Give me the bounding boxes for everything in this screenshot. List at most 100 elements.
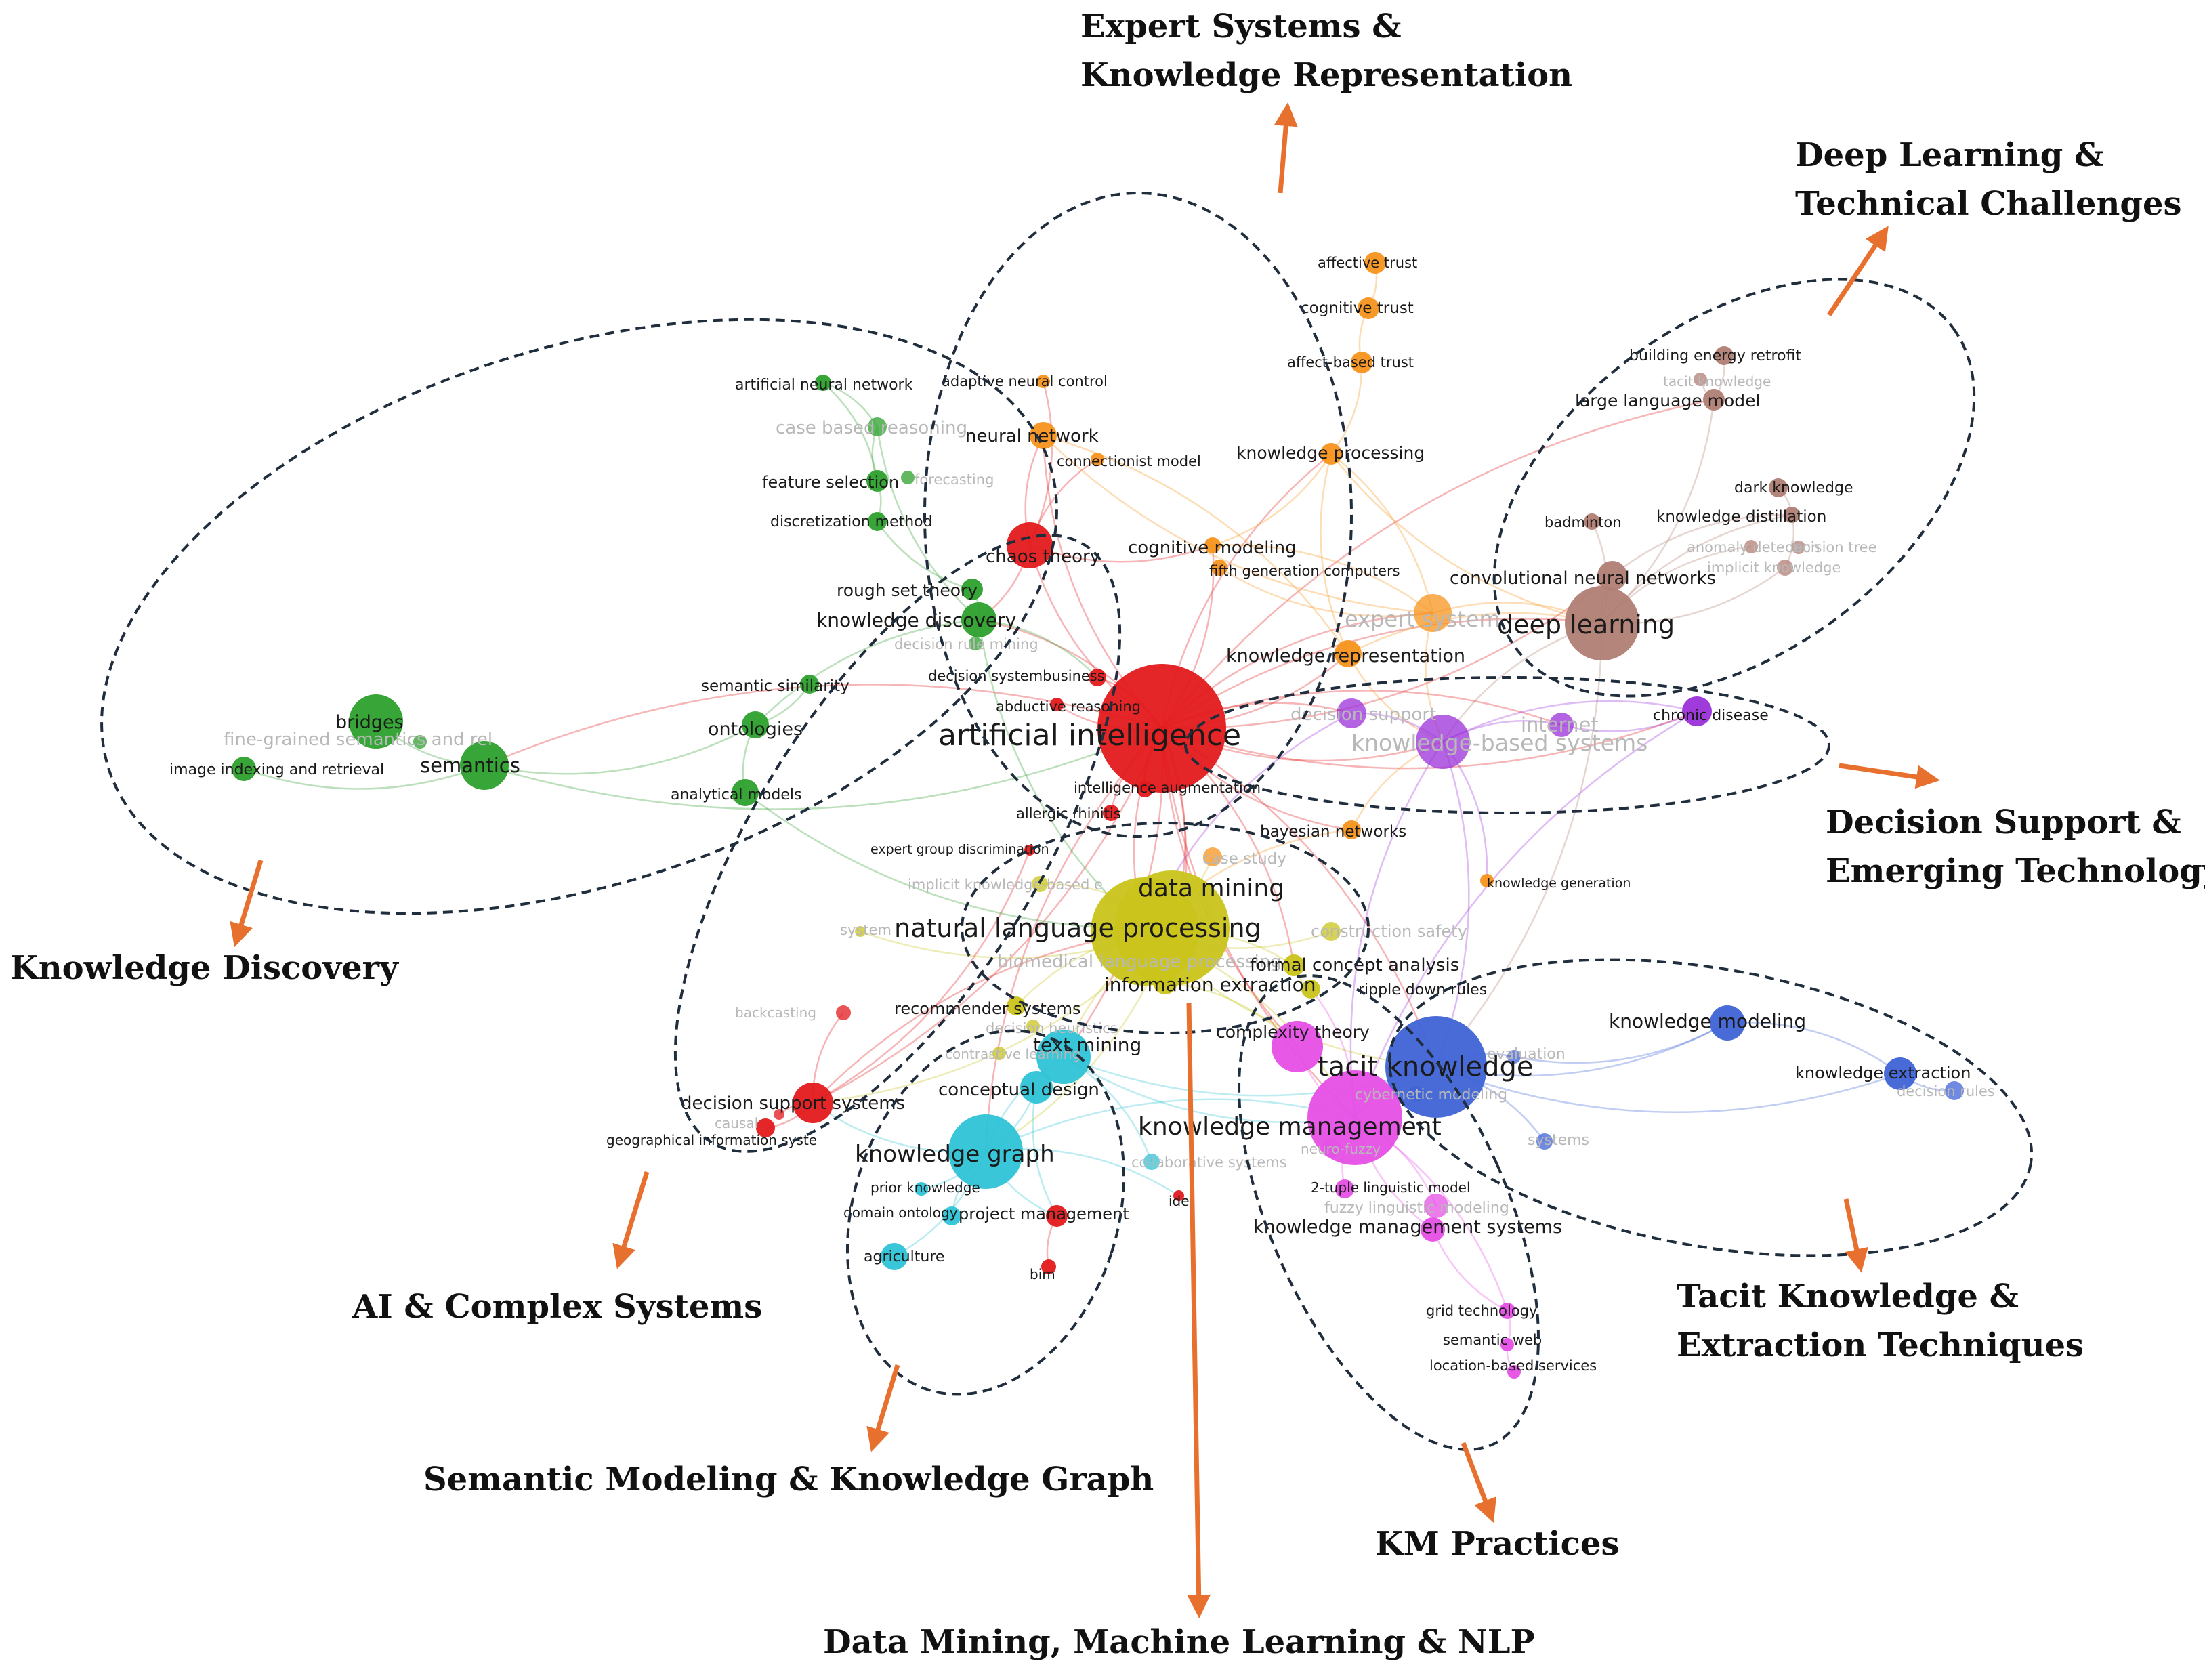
node-kg[interactable] (948, 1114, 1023, 1189)
label-tacit: tacit knowledge (1318, 1051, 1534, 1083)
node-system[interactable] (855, 926, 866, 937)
node-imgidx[interactable] (232, 757, 256, 781)
node-internet[interactable] (1549, 713, 1574, 737)
node-kmodel[interactable] (1710, 1005, 1745, 1041)
node-textmining[interactable] (1036, 1030, 1091, 1084)
node-contrastive[interactable] (992, 1047, 1006, 1060)
node-chaos[interactable] (1007, 522, 1053, 568)
node-bridges[interactable] (349, 694, 403, 749)
node-cybernetic[interactable] (1408, 1086, 1424, 1102)
node-nn[interactable] (1030, 422, 1057, 449)
node-causal[interactable] (774, 1109, 784, 1120)
node-kgen[interactable] (1480, 874, 1494, 887)
node-backcasting[interactable] (836, 1005, 851, 1020)
node-bim[interactable] (1041, 1259, 1056, 1274)
cluster-ring-semantic (846, 1029, 1125, 1396)
node-affectbased[interactable] (1351, 352, 1372, 373)
cluster-label-ai-0: AI & Complex Systems (352, 1288, 762, 1326)
node-kbs[interactable] (1416, 715, 1470, 769)
node-chronic[interactable] (1682, 696, 1712, 726)
node-dss[interactable] (793, 1083, 833, 1123)
node-casestudy[interactable] (1203, 847, 1222, 866)
node-collab[interactable] (1143, 1154, 1160, 1170)
node-cnn[interactable] (1597, 561, 1627, 591)
node-bayes[interactable] (1342, 820, 1361, 839)
node-neurofuzzy[interactable] (1322, 1139, 1341, 1158)
node-featsel[interactable] (866, 470, 888, 492)
node-semsim[interactable] (800, 675, 819, 694)
node-dmining[interactable] (1091, 877, 1199, 986)
node-decisionsys[interactable] (1089, 669, 1106, 686)
node-bldg[interactable] (1715, 346, 1734, 365)
node-connectionist[interactable] (1091, 453, 1104, 466)
node-tacitknowfaint[interactable] (1694, 373, 1707, 386)
node-cbr[interactable] (868, 417, 887, 436)
node-adaptive[interactable] (1036, 375, 1050, 388)
edge-concept-pm (1032, 1087, 1058, 1217)
node-llm[interactable] (1703, 389, 1725, 411)
node-intaug[interactable] (1137, 781, 1153, 797)
node-fca[interactable] (1283, 954, 1305, 976)
node-drm[interactable] (969, 637, 982, 650)
node-lbs[interactable] (1507, 1365, 1521, 1379)
node-kext[interactable] (1884, 1057, 1916, 1090)
label-cbr: case based reasoning (776, 418, 967, 438)
node-semweb[interactable] (1500, 1338, 1514, 1351)
node-layer (232, 252, 1964, 1379)
node-kms[interactable] (1421, 1217, 1445, 1242)
node-idef[interactable] (1173, 1190, 1184, 1201)
node-pm[interactable] (1046, 1205, 1068, 1227)
node-decisiontree[interactable] (1792, 541, 1805, 554)
node-domain[interactable] (942, 1206, 961, 1225)
node-agri[interactable] (881, 1243, 908, 1270)
node-construction[interactable] (1322, 922, 1341, 941)
node-forecasting[interactable] (901, 471, 915, 484)
node-twotuple[interactable] (1335, 1179, 1354, 1198)
node-dl[interactable] (1565, 586, 1639, 660)
node-analytical[interactable] (732, 779, 759, 806)
node-darkk[interactable] (1769, 478, 1788, 497)
label-drm: decision rule mining (894, 636, 1038, 652)
node-kdisc[interactable] (961, 602, 996, 637)
node-expertsys[interactable] (1414, 594, 1452, 632)
node-complexity[interactable] (1272, 1021, 1323, 1072)
node-kproc[interactable] (1320, 443, 1342, 465)
node-gis[interactable] (756, 1118, 775, 1137)
node-krep[interactable] (1335, 640, 1362, 667)
node-ann[interactable] (815, 375, 831, 391)
node-fuzzy[interactable] (1424, 1194, 1448, 1218)
node-discret[interactable] (868, 512, 887, 531)
node-cogmod[interactable] (1204, 537, 1221, 553)
node-allergic[interactable] (1103, 805, 1119, 821)
node-implicitk[interactable] (1777, 560, 1793, 576)
node-affective[interactable] (1364, 252, 1386, 274)
cluster-arrow-semantic (866, 1364, 900, 1452)
node-abductive[interactable] (1050, 698, 1064, 711)
node-systems[interactable] (1536, 1133, 1553, 1150)
label-chronic: chronic disease (1653, 707, 1769, 724)
node-grid[interactable] (1499, 1303, 1515, 1319)
node-decheur[interactable] (1026, 1020, 1040, 1033)
label-kmodel: knowledge modeling (1609, 1010, 1806, 1032)
node-anomaly[interactable] (1744, 540, 1758, 553)
node-decsupport[interactable] (1337, 698, 1366, 728)
node-cognitive[interactable] (1358, 297, 1379, 319)
node-decrules[interactable] (1945, 1081, 1964, 1100)
node-semantics[interactable] (460, 741, 509, 790)
node-ripple[interactable] (1301, 980, 1320, 999)
edge-ann-featsel (822, 382, 879, 482)
node-rough[interactable] (961, 579, 983, 600)
node-eval[interactable] (1507, 1050, 1521, 1064)
node-fifthgen[interactable] (1211, 560, 1227, 576)
node-kdistill[interactable] (1784, 507, 1800, 523)
node-implicitkb[interactable] (1032, 876, 1048, 892)
edge-kmodel-kext (1727, 1022, 1901, 1075)
node-badminton[interactable] (1584, 513, 1600, 530)
node-prior[interactable] (915, 1182, 928, 1196)
node-bionlp[interactable] (1130, 954, 1146, 970)
label-cybernetic: cybernetic modeling (1355, 1087, 1507, 1104)
node-ontologies[interactable] (742, 711, 769, 738)
node-finegrained[interactable] (413, 735, 427, 749)
node-concept[interactable] (1020, 1071, 1053, 1104)
node-ie[interactable] (1153, 970, 1177, 994)
